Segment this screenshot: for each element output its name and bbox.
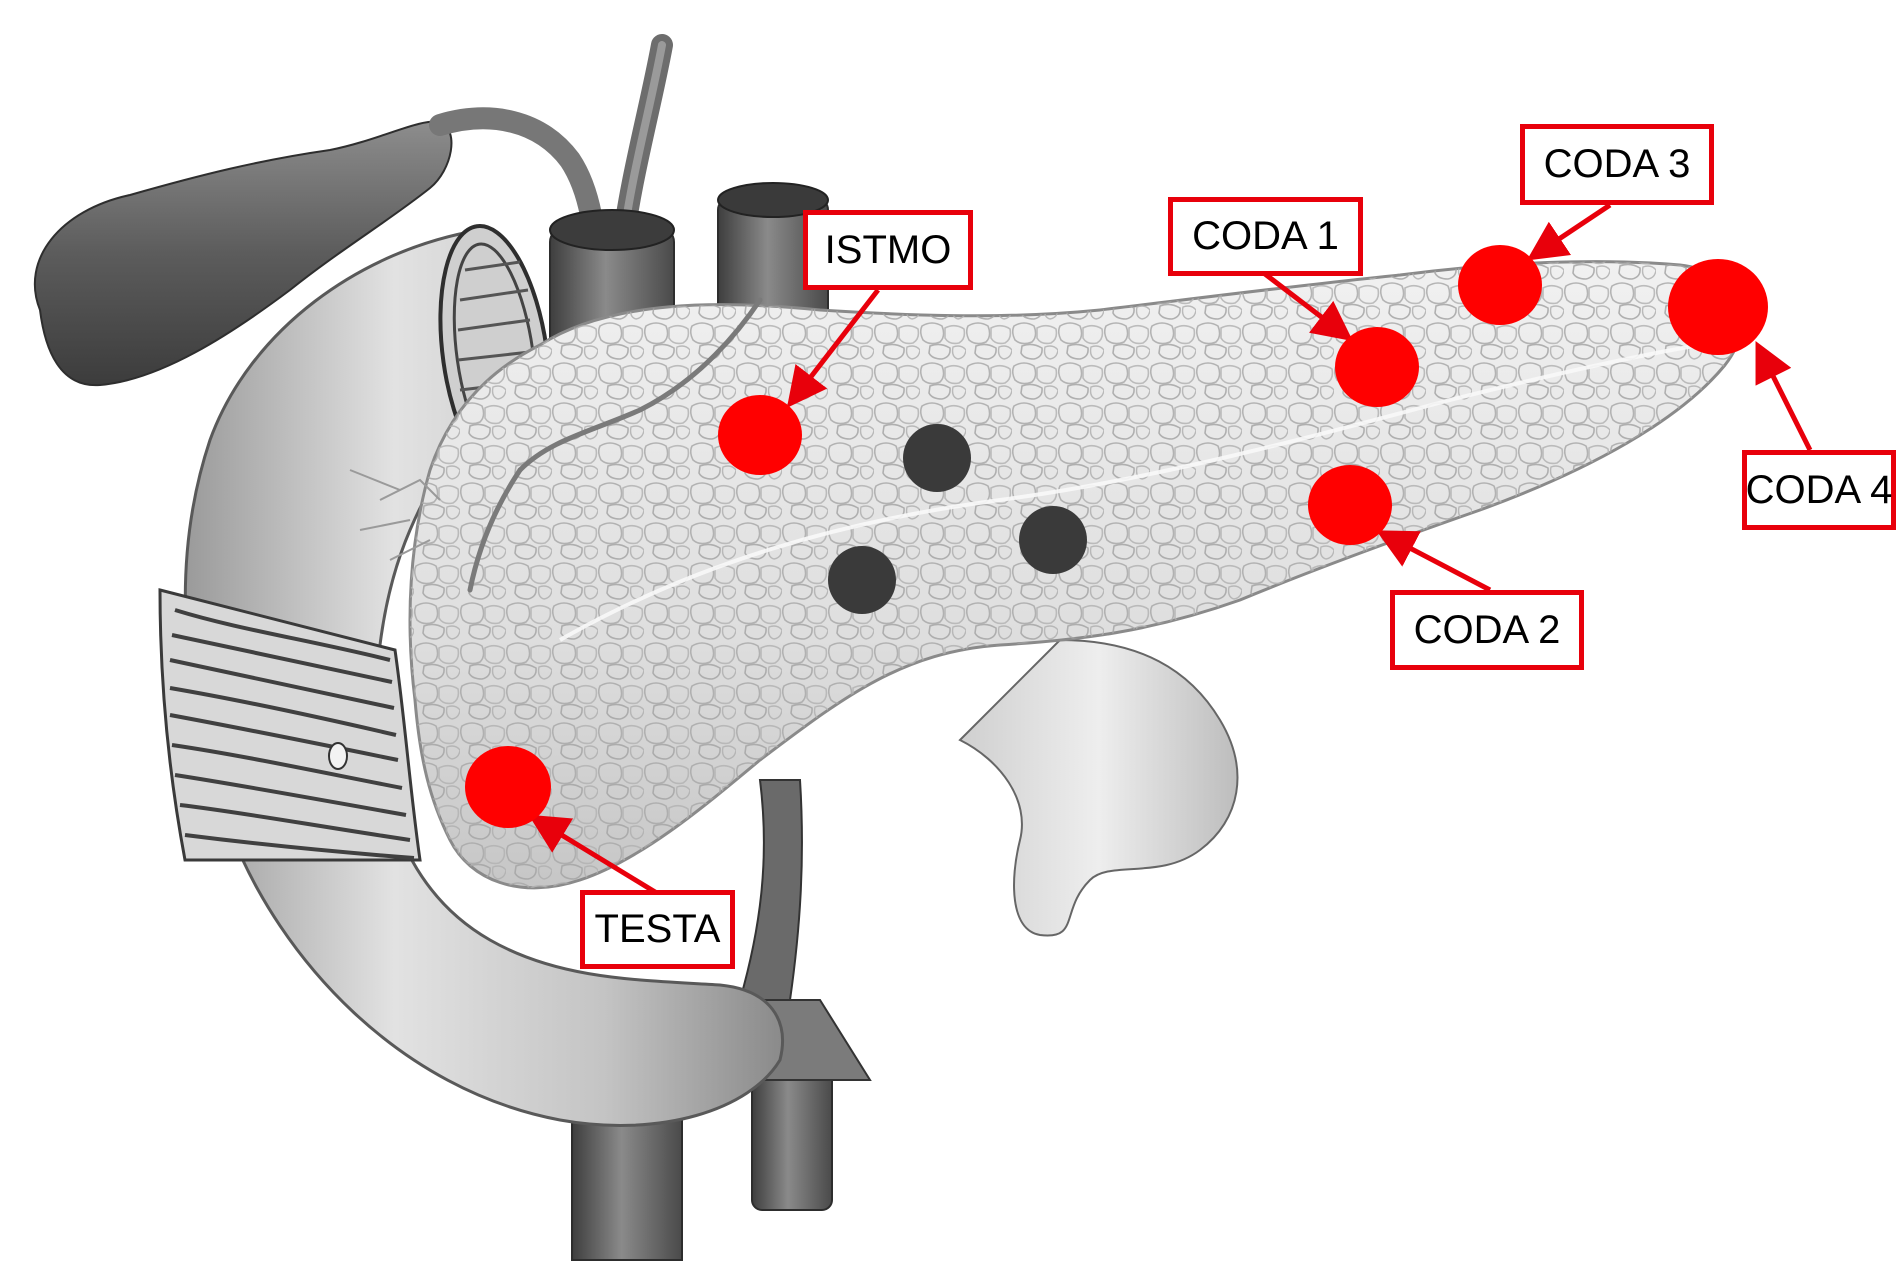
label-coda4: CODA 4 — [1742, 450, 1896, 530]
label-coda3: CODA 3 — [1520, 124, 1714, 205]
marker-testa — [465, 746, 551, 828]
marker-coda2 — [1308, 465, 1392, 545]
marker-coda4 — [1668, 259, 1768, 355]
label-istmo: ISTMO — [803, 210, 973, 290]
marker-dark-1 — [903, 424, 971, 492]
marker-coda3 — [1458, 245, 1542, 325]
label-coda1: CODA 1 — [1168, 197, 1363, 276]
label-coda2: CODA 2 — [1390, 590, 1584, 670]
marker-coda1 — [1335, 327, 1419, 407]
label-testa: TESTA — [580, 890, 735, 969]
marker-dark-2 — [1019, 506, 1087, 574]
marker-istmo — [718, 395, 802, 475]
marker-dark-3 — [828, 546, 896, 614]
